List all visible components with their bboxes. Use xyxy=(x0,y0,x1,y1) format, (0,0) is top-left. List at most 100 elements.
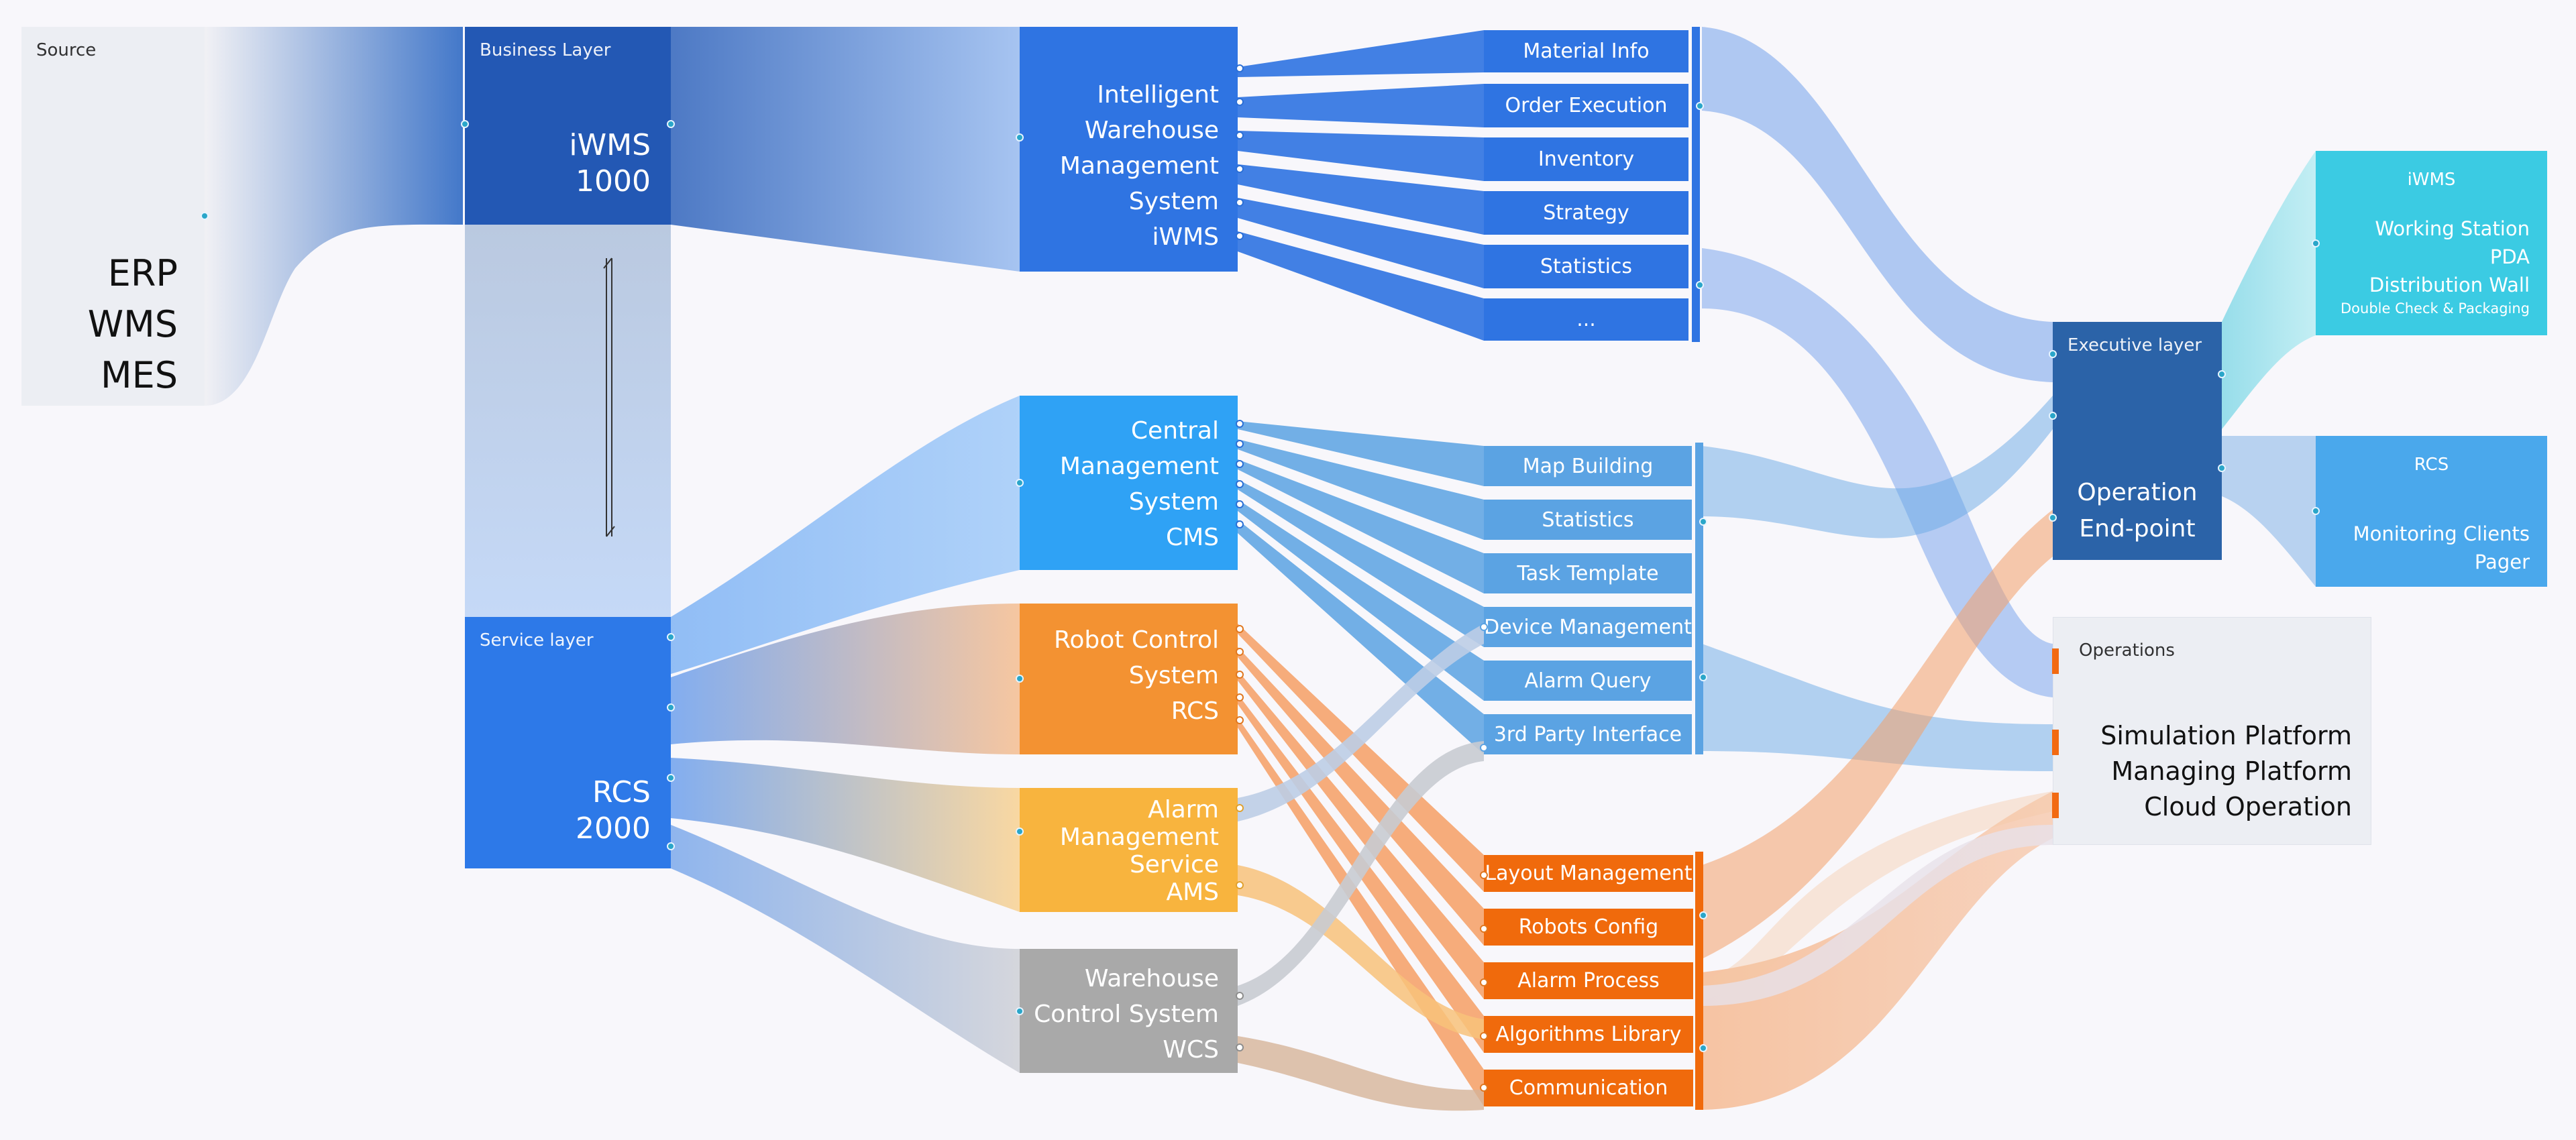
iwms-client-line: PDA xyxy=(2489,245,2530,268)
port xyxy=(1236,460,1244,468)
port xyxy=(667,120,675,128)
rcs-system-node[interactable]: Robot Control System RCS xyxy=(1020,604,1238,754)
wcs-system-lines: Warehouse Control System WCS xyxy=(1034,961,1219,1068)
business-layer-label: Business Layer xyxy=(480,40,611,60)
cms-system-lines: Central Management System CMS xyxy=(1060,413,1219,555)
service-layer-title: RCS 2000 xyxy=(576,775,651,847)
business-layer-node[interactable]: Business Layer iWMS 1000 xyxy=(465,27,671,225)
business-layer-name: iWMS xyxy=(569,128,651,162)
port xyxy=(1236,420,1244,428)
operations-node[interactable]: Operations Simulation Platform Managing … xyxy=(2053,617,2371,845)
port xyxy=(1236,198,1244,207)
port xyxy=(1236,881,1244,889)
rcs-system-line: RCS xyxy=(1171,697,1219,725)
ams-system-lines: Alarm Management Service AMS xyxy=(1060,796,1219,906)
cms-module-3rd-party-interface[interactable]: 3rd Party Interface xyxy=(1484,714,1692,754)
iwms-system-lines: Intelligent Warehouse Management System … xyxy=(1060,77,1219,255)
cms-system-line: Management xyxy=(1059,453,1219,480)
rcs-module-communication[interactable]: Communication xyxy=(1484,1070,1693,1106)
port xyxy=(1236,671,1244,679)
port xyxy=(2312,239,2320,247)
service-layer-number: 2000 xyxy=(576,811,651,846)
operations-lines: Simulation Platform Managing Platform Cl… xyxy=(2100,718,2352,825)
port xyxy=(1480,925,1488,933)
iwms-module-order-execution[interactable]: Order Execution xyxy=(1484,84,1688,127)
rcs-module-alarm-process[interactable]: Alarm Process xyxy=(1484,962,1693,999)
iwms-module-statistics[interactable]: Statistics xyxy=(1484,245,1688,288)
source-items: ERP WMS MES xyxy=(88,248,178,401)
port xyxy=(2218,370,2226,378)
executive-layer-line: End-point xyxy=(2079,515,2196,543)
iwms-module-inventory[interactable]: Inventory xyxy=(1484,137,1688,181)
port xyxy=(1236,98,1244,106)
cms-module-statistics[interactable]: Statistics xyxy=(1484,500,1692,540)
port xyxy=(1236,1043,1244,1051)
port xyxy=(461,120,469,128)
port xyxy=(1016,1007,1024,1015)
operations-tick xyxy=(2052,648,2059,674)
ams-system-node[interactable]: Alarm Management Service AMS xyxy=(1020,788,1238,912)
port xyxy=(201,212,209,220)
ams-system-line: Management xyxy=(1059,823,1219,851)
iwms-system-node[interactable]: Intelligent Warehouse Management System … xyxy=(1020,27,1238,272)
executive-layer-label: Executive layer xyxy=(2068,335,2202,355)
source-label: Source xyxy=(36,40,97,60)
port xyxy=(1236,131,1244,139)
cms-module-device-management[interactable]: Device Management xyxy=(1484,607,1692,647)
iwms-module-material-info[interactable]: Material Info xyxy=(1484,30,1688,72)
wcs-system-line: Warehouse xyxy=(1084,965,1219,992)
port xyxy=(667,633,675,641)
executive-layer-node[interactable]: Executive layer Operation End-point xyxy=(2053,322,2222,560)
iwms-module-strategy[interactable]: Strategy xyxy=(1484,191,1688,235)
rcs-module-robots-config[interactable]: Robots Config xyxy=(1484,909,1693,946)
port xyxy=(1699,911,1707,919)
port xyxy=(1236,500,1244,508)
wcs-system-node[interactable]: Warehouse Control System WCS xyxy=(1020,949,1238,1073)
service-layer-name: RCS xyxy=(592,775,651,809)
port xyxy=(1236,693,1244,701)
executive-layer-line: Operation xyxy=(2077,479,2198,506)
rcs-module-layout-management[interactable]: Layout Management xyxy=(1484,855,1693,892)
port xyxy=(1236,648,1244,656)
cms-module-map-building[interactable]: Map Building xyxy=(1484,446,1692,486)
cms-module-alarm-query[interactable]: Alarm Query xyxy=(1484,661,1692,701)
port xyxy=(1699,673,1707,681)
port xyxy=(1236,440,1244,448)
cms-system-node[interactable]: Central Management System CMS xyxy=(1020,396,1238,570)
port xyxy=(1236,232,1244,240)
iwms-module-more[interactable]: ... xyxy=(1484,298,1688,341)
iwms-system-line: iWMS xyxy=(1152,223,1219,251)
port xyxy=(1016,133,1024,141)
iwms-client-line: Working Station xyxy=(2375,217,2530,240)
iwms-modules-bar xyxy=(1692,27,1700,342)
iwms-client-node[interactable]: iWMS Working Station PDA Distribution Wa… xyxy=(2316,151,2547,335)
service-layer-label: Service layer xyxy=(480,630,594,650)
port xyxy=(1236,520,1244,528)
cms-module-task-template[interactable]: Task Template xyxy=(1484,553,1692,593)
port xyxy=(1236,64,1244,72)
port xyxy=(1696,281,1704,289)
iwms-system-line: Intelligent xyxy=(1097,81,1219,109)
port xyxy=(1699,1044,1707,1052)
port xyxy=(1480,1084,1488,1092)
port xyxy=(1236,480,1244,488)
service-layer-node[interactable]: Service layer RCS 2000 xyxy=(465,617,671,868)
port xyxy=(1236,716,1244,724)
port xyxy=(1016,828,1024,836)
port xyxy=(667,774,675,782)
business-layer-title: iWMS 1000 xyxy=(569,127,651,200)
source-item: ERP xyxy=(107,252,178,294)
cms-system-line: System xyxy=(1128,488,1219,516)
port xyxy=(1480,744,1488,752)
wcs-system-line: WCS xyxy=(1163,1036,1219,1064)
port xyxy=(1480,871,1488,879)
cms-modules-bar xyxy=(1695,443,1703,754)
port xyxy=(667,842,675,850)
port xyxy=(2049,514,2057,522)
port xyxy=(1236,992,1244,1000)
rcs-client-node[interactable]: RCS Monitoring Clients Pager xyxy=(2316,436,2547,587)
iwms-client-note: Double Check & Packaging xyxy=(2340,300,2530,317)
port xyxy=(667,703,675,711)
rcs-module-algorithms-library[interactable]: Algorithms Library xyxy=(1484,1016,1693,1053)
